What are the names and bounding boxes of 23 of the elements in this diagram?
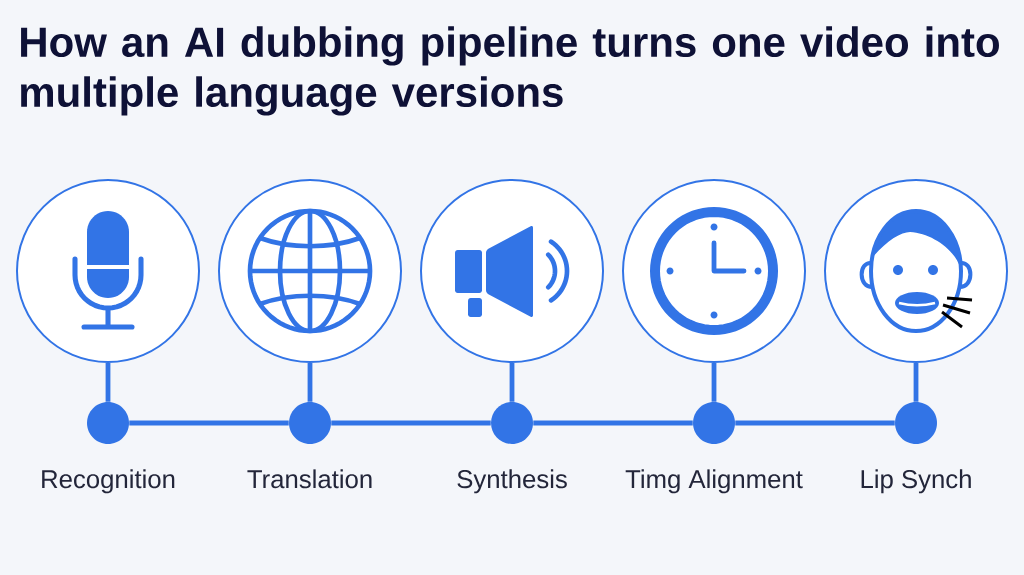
step-circle: [622, 179, 806, 363]
timeline-dot: [491, 402, 533, 444]
step-label: Timg Alignment: [625, 469, 803, 494]
connector-line: [533, 420, 693, 426]
connector-line: [331, 420, 491, 426]
connector-line: [307, 363, 313, 402]
connector-line: [129, 420, 289, 426]
timeline-dot: [289, 402, 331, 444]
title: How an AI dubbing pipeline turns one video into multiple language versions: [21, 26, 999, 116]
connector-line: [913, 363, 919, 402]
step-label: Lip Synch: [861, 469, 971, 494]
step-label: Synthesis: [457, 469, 567, 494]
step-circle: [218, 179, 402, 363]
timeline-dot: [895, 402, 937, 444]
step-label: Translation: [247, 469, 372, 489]
step-label: Recognition: [42, 469, 175, 494]
step-circle: [824, 179, 1008, 363]
connector-line: [105, 363, 111, 402]
timeline-dot: [693, 402, 735, 444]
timeline-dot: [87, 402, 129, 444]
connector-line: [735, 420, 895, 426]
connector-line: [711, 363, 717, 402]
connector-line: [509, 363, 515, 402]
